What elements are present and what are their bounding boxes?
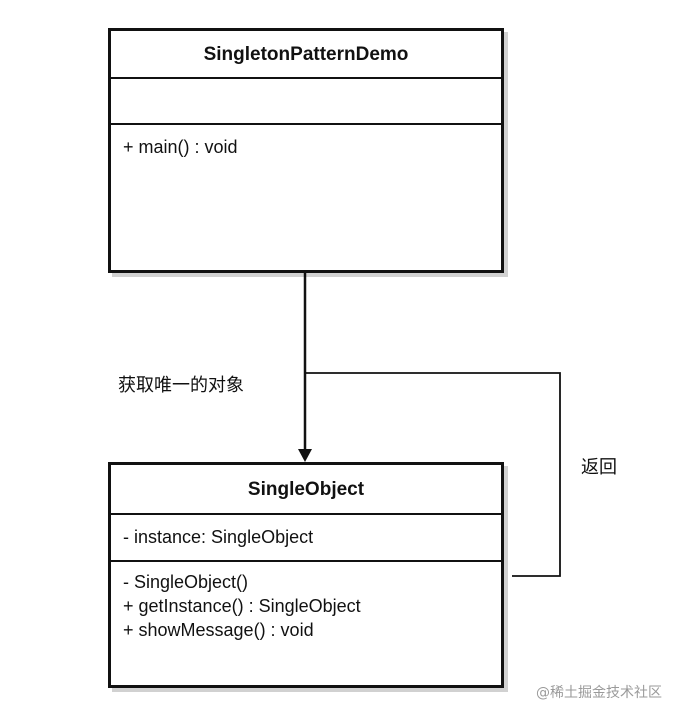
attributes-section	[111, 79, 501, 125]
watermark-text: @稀土掘金技术社区	[536, 685, 662, 701]
method-constructor: - SingleObject()	[123, 572, 249, 592]
class-single-object: SingleObject - instance: SingleObject - …	[108, 462, 504, 688]
class-name: SingleObject	[247, 478, 365, 500]
class-name-section: SingleObject	[111, 465, 501, 515]
association-arrowhead	[298, 449, 312, 462]
class-singleton-pattern-demo: SingletonPatternDemo + main() : void	[108, 28, 504, 273]
method-get-instance: + getInstance() : SingleObject	[123, 596, 361, 616]
get-instance-label: 获取唯一的对象	[118, 375, 244, 396]
return-label: 返回	[581, 457, 617, 478]
class-name-section: SingletonPatternDemo	[111, 31, 501, 79]
attributes-section: - instance: SingleObject	[111, 515, 501, 562]
methods-section: - SingleObject() + getInstance() : Singl…	[111, 562, 501, 642]
method-show-message: + showMessage() : void	[123, 620, 314, 640]
method-main: + main() : void	[123, 137, 238, 157]
class-name: SingletonPatternDemo	[203, 43, 409, 65]
methods-section: + main() : void	[111, 125, 501, 159]
return-line	[305, 372, 561, 577]
attribute-instance: - instance: SingleObject	[123, 527, 314, 547]
